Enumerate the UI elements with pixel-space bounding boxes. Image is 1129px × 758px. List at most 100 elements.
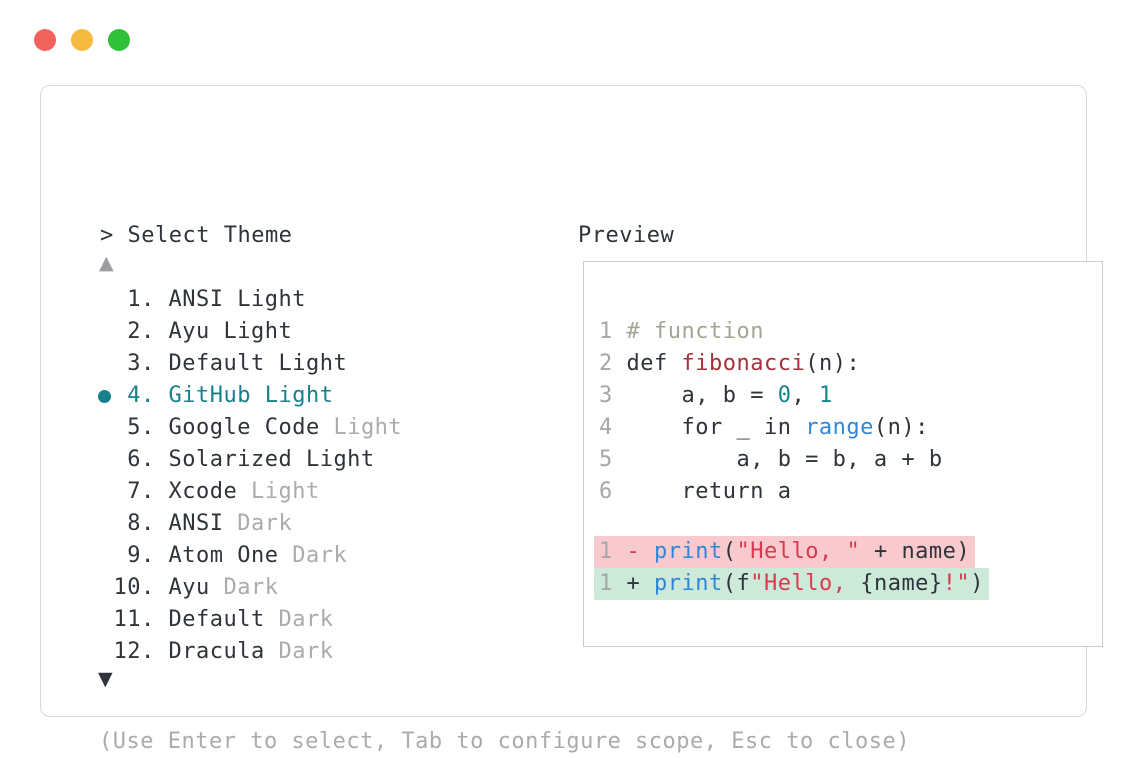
code-token: ) xyxy=(970,571,984,596)
code-token: def xyxy=(626,351,682,376)
theme-list-item[interactable]: 12. Dracula Dark xyxy=(99,636,402,668)
item-separator: . xyxy=(141,287,169,312)
item-separator: . xyxy=(141,575,169,600)
theme-list-item[interactable]: 3. Default Light xyxy=(99,348,402,380)
item-label: GitHub Light xyxy=(168,383,334,408)
theme-list-item[interactable]: 10. Ayu Dark xyxy=(99,572,402,604)
code-token: range xyxy=(805,415,874,440)
item-label-variant: Dark xyxy=(278,543,348,568)
code-token: + xyxy=(626,571,654,596)
marker-slot xyxy=(99,284,113,316)
code-line: 2 def fibonacci(n): xyxy=(599,348,989,380)
item-number: 9 xyxy=(127,543,141,568)
scroll-down-icon[interactable]: ▼ xyxy=(98,668,113,690)
item-number: 1 xyxy=(127,287,141,312)
dialog-title: > Select Theme xyxy=(100,223,293,248)
selected-bullet-icon xyxy=(98,380,113,412)
marker-slot xyxy=(99,412,113,444)
marker-slot xyxy=(99,348,113,380)
item-label-variant: Dark xyxy=(264,639,334,664)
theme-list-item[interactable]: 7. Xcode Light xyxy=(99,476,402,508)
item-separator: . xyxy=(141,511,169,536)
code-token: print xyxy=(654,539,723,564)
item-label: Ayu xyxy=(168,575,210,600)
theme-list-item[interactable]: 1. ANSI Light xyxy=(99,284,402,316)
line-number: 1 xyxy=(599,539,627,564)
marker-slot xyxy=(99,636,113,668)
theme-list-item[interactable]: 2. Ayu Light xyxy=(99,316,402,348)
item-label: ANSI Light xyxy=(168,287,306,312)
code-token: return a xyxy=(626,479,792,504)
item-label: Default xyxy=(168,607,265,632)
theme-list-item[interactable]: 5. Google Code Light xyxy=(99,412,402,444)
preview-label: Preview xyxy=(578,223,675,248)
marker-slot xyxy=(99,444,113,476)
item-label-variant: Light xyxy=(319,415,403,440)
item-separator: . xyxy=(141,639,169,664)
line-number: 5 xyxy=(599,447,627,472)
item-number: 2 xyxy=(127,319,141,344)
code-line: 3 a, b = 0, 1 xyxy=(599,380,989,412)
theme-list-item[interactable]: 8. ANSI Dark xyxy=(99,508,402,540)
item-label-variant: Dark xyxy=(223,511,293,536)
code-line: 1 - print("Hello, " + name) xyxy=(594,536,989,568)
item-label: ANSI xyxy=(168,511,224,536)
item-separator: . xyxy=(141,319,169,344)
code-token: {name} xyxy=(860,571,943,596)
item-separator: . xyxy=(141,351,169,376)
marker-slot xyxy=(99,540,113,572)
item-label: Ayu Light xyxy=(168,319,293,344)
theme-list-item[interactable]: 4. GitHub Light xyxy=(98,380,402,412)
line-number: 3 xyxy=(599,383,627,408)
item-label: Xcode xyxy=(168,479,238,504)
marker-slot xyxy=(99,604,113,636)
code-token: # function xyxy=(626,319,764,344)
code-token: (n): xyxy=(873,415,929,440)
code-token: !" xyxy=(942,571,971,596)
item-number: 7 xyxy=(127,479,141,504)
code-line: 1 + print(f"Hello, {name}!") xyxy=(594,568,989,600)
item-separator: . xyxy=(141,479,169,504)
code-token: "Hello, " xyxy=(736,539,861,564)
item-separator: . xyxy=(141,383,169,408)
line-number: 2 xyxy=(599,351,627,376)
marker-slot xyxy=(99,572,113,604)
item-number: 4 xyxy=(127,383,141,408)
code-token: , xyxy=(791,383,819,408)
zoom-button[interactable] xyxy=(108,29,130,51)
item-separator: . xyxy=(141,543,169,568)
item-number: 8 xyxy=(127,511,141,536)
item-number: 5 xyxy=(127,415,141,440)
code-token: 1 xyxy=(818,383,833,408)
item-number: 10 xyxy=(113,575,141,600)
item-separator: . xyxy=(141,607,169,632)
close-button[interactable] xyxy=(34,29,56,51)
item-label-variant: Light xyxy=(237,479,320,504)
theme-list-item[interactable]: 11. Default Dark xyxy=(99,604,402,636)
traffic-lights xyxy=(34,29,130,51)
item-label-variant: Dark xyxy=(264,607,334,632)
minimize-button[interactable] xyxy=(71,29,93,51)
code-token: + name) xyxy=(860,539,971,564)
scroll-up-icon[interactable]: ▲ xyxy=(99,252,114,274)
marker-slot xyxy=(99,316,113,348)
theme-list-item[interactable]: 6. Solarized Light xyxy=(99,444,402,476)
code-token: for _ in xyxy=(626,415,806,440)
code-token: ( xyxy=(722,539,737,564)
code-token: (n): xyxy=(805,351,861,376)
code-line: 6 return a xyxy=(599,476,989,508)
item-label: Atom One xyxy=(168,543,279,568)
code-token: print xyxy=(654,571,723,596)
item-number: 6 xyxy=(127,447,141,472)
theme-list-item[interactable]: 9. Atom One Dark xyxy=(99,540,402,572)
code-line: 1 # function xyxy=(599,316,989,348)
item-label: Google Code xyxy=(168,415,320,440)
item-label: Solarized Light xyxy=(168,447,375,472)
item-label-variant: Dark xyxy=(209,575,279,600)
item-number: 11 xyxy=(113,607,141,632)
code-line: 4 for _ in range(n): xyxy=(599,412,989,444)
code-token: fibonacci xyxy=(681,351,806,376)
